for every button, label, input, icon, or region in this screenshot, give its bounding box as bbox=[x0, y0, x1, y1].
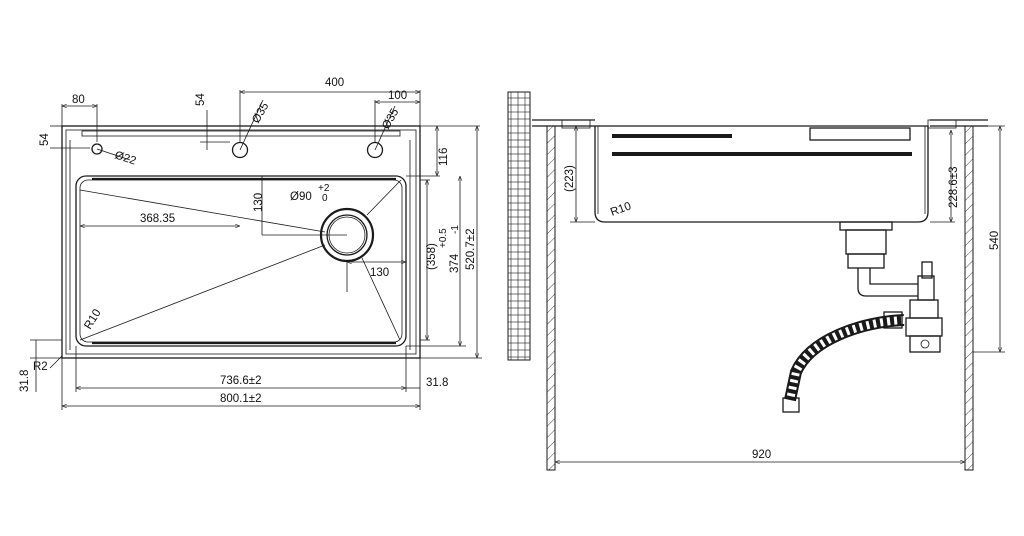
dim-374-tol-plus: +0.5 bbox=[438, 228, 449, 248]
dim-400: 400 bbox=[325, 77, 344, 89]
dim-800: 800.1±2 bbox=[220, 393, 262, 405]
dim-520: 520.7±2 bbox=[465, 229, 477, 271]
dim-223: (223) bbox=[564, 165, 576, 192]
sink-outer-outline bbox=[61, 125, 421, 359]
dim-80: 80 bbox=[72, 94, 85, 106]
dim-116: 116 bbox=[438, 148, 450, 166]
top-view: 400 100 80 54 54 Ø35 Ø35 Ø22 116 (358) 3… bbox=[19, 77, 482, 410]
dim-phi90: Ø90 bbox=[290, 191, 312, 203]
dim-r10-side: R10 bbox=[609, 200, 633, 218]
dim-736: 736.6±2 bbox=[220, 375, 262, 387]
dim-tol-0: 0 bbox=[322, 193, 328, 204]
dim-phi35-b: Ø35 bbox=[380, 107, 401, 132]
dim-phi35-a: Ø35 bbox=[250, 101, 271, 126]
dim-54-top: 54 bbox=[195, 93, 207, 106]
tile-wall bbox=[507, 91, 531, 361]
dim-r10-top: R10 bbox=[82, 307, 103, 331]
dim-130-v: 130 bbox=[253, 193, 265, 212]
dim-540: 540 bbox=[989, 231, 1001, 250]
sink-inner-flange bbox=[65, 129, 417, 355]
dim-31-8-right: 31.8 bbox=[426, 377, 448, 389]
side-view: (223) R10 228.6±3 540 920 bbox=[507, 91, 1005, 471]
dim-368: 368.35 bbox=[140, 213, 175, 225]
dim-374-tol-minus: -1 bbox=[450, 225, 461, 234]
top-slot bbox=[81, 130, 401, 137]
sink-bowl-outline bbox=[75, 175, 407, 347]
dim-358: (358) bbox=[426, 243, 438, 270]
tap-hole-small bbox=[91, 143, 103, 155]
dim-920: 920 bbox=[752, 449, 771, 461]
dim-r2: R2 bbox=[33, 361, 48, 373]
cabinet-right-wall bbox=[964, 125, 974, 471]
sink-body-profile bbox=[594, 125, 929, 223]
dim-374: 374 bbox=[449, 253, 461, 273]
dim-130-h: 130 bbox=[370, 267, 389, 279]
dim-31-8-left: 31.8 bbox=[19, 370, 31, 392]
dim-tol-plus2: +2 bbox=[318, 183, 330, 194]
tap-hole-left bbox=[231, 141, 249, 159]
cabinet-left-wall bbox=[546, 125, 556, 471]
dim-100: 100 bbox=[388, 90, 407, 102]
tap-hole-right bbox=[366, 141, 384, 159]
dim-phi22: Ø22 bbox=[113, 149, 137, 167]
dim-54-left: 54 bbox=[39, 133, 51, 146]
dim-228: 228.6±3 bbox=[948, 167, 960, 209]
